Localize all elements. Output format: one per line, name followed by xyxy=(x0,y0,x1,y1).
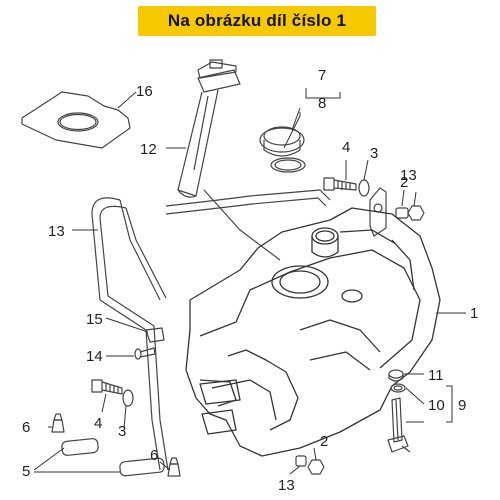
part-2-nut-upper xyxy=(407,205,425,221)
callout-13-upper: 13 xyxy=(400,167,417,184)
part-11-clamp xyxy=(388,369,404,382)
part-3-washer-lower xyxy=(122,389,134,407)
part-13-fuel-hose xyxy=(91,189,331,471)
part-15-hose-clip xyxy=(145,327,165,343)
part-3-washer-upper xyxy=(358,179,370,197)
part-9-level-sensor xyxy=(387,397,411,453)
part-6-grommet-left xyxy=(51,413,65,433)
callout-9: 9 xyxy=(458,397,466,414)
callout-4-lower: 4 xyxy=(94,415,102,432)
highlight-banner: Na obrázku díl číslo 1 xyxy=(138,6,376,36)
callout-16: 16 xyxy=(136,83,153,100)
part-2-nut-lower xyxy=(307,459,325,475)
callout-13-lower: 13 xyxy=(278,477,295,494)
callout-12: 12 xyxy=(140,141,157,158)
part-14-screw xyxy=(134,347,156,360)
part-8-fuel-cap xyxy=(259,126,306,173)
callout-13-left: 13 xyxy=(48,223,65,240)
callout-15: 15 xyxy=(86,311,103,328)
part-1-fuel-tank xyxy=(185,207,441,457)
callout-3-lower: 3 xyxy=(118,423,126,440)
leader-lines xyxy=(33,88,466,475)
callout-5: 5 xyxy=(22,463,30,480)
callout-2-upper: 2 xyxy=(400,174,408,191)
callout-8: 8 xyxy=(318,95,326,112)
callout-1: 1 xyxy=(470,305,478,322)
callout-6-left: 6 xyxy=(22,419,30,436)
callout-11: 11 xyxy=(428,367,444,384)
part-13-bushing-upper xyxy=(395,207,409,219)
part-6-grommet-right xyxy=(167,457,181,477)
part-12-fuel-pump xyxy=(177,59,241,198)
banner-text: Na obrázku díl číslo 1 xyxy=(167,11,347,30)
callout-4-upper: 4 xyxy=(342,139,350,156)
callout-2-lower: 2 xyxy=(320,433,328,450)
callout-3-upper: 3 xyxy=(370,145,378,162)
part-10-o-ring xyxy=(390,383,406,393)
part-4-bolt-upper xyxy=(323,177,357,191)
part-13-bushing-lower xyxy=(295,455,307,467)
callout-10: 10 xyxy=(428,397,445,414)
part-16-gasket xyxy=(21,91,131,149)
callout-7: 7 xyxy=(318,67,326,84)
callout-14: 14 xyxy=(86,348,103,365)
callout-6-right: 6 xyxy=(150,447,158,464)
part-4-bolt-lower xyxy=(91,379,123,395)
